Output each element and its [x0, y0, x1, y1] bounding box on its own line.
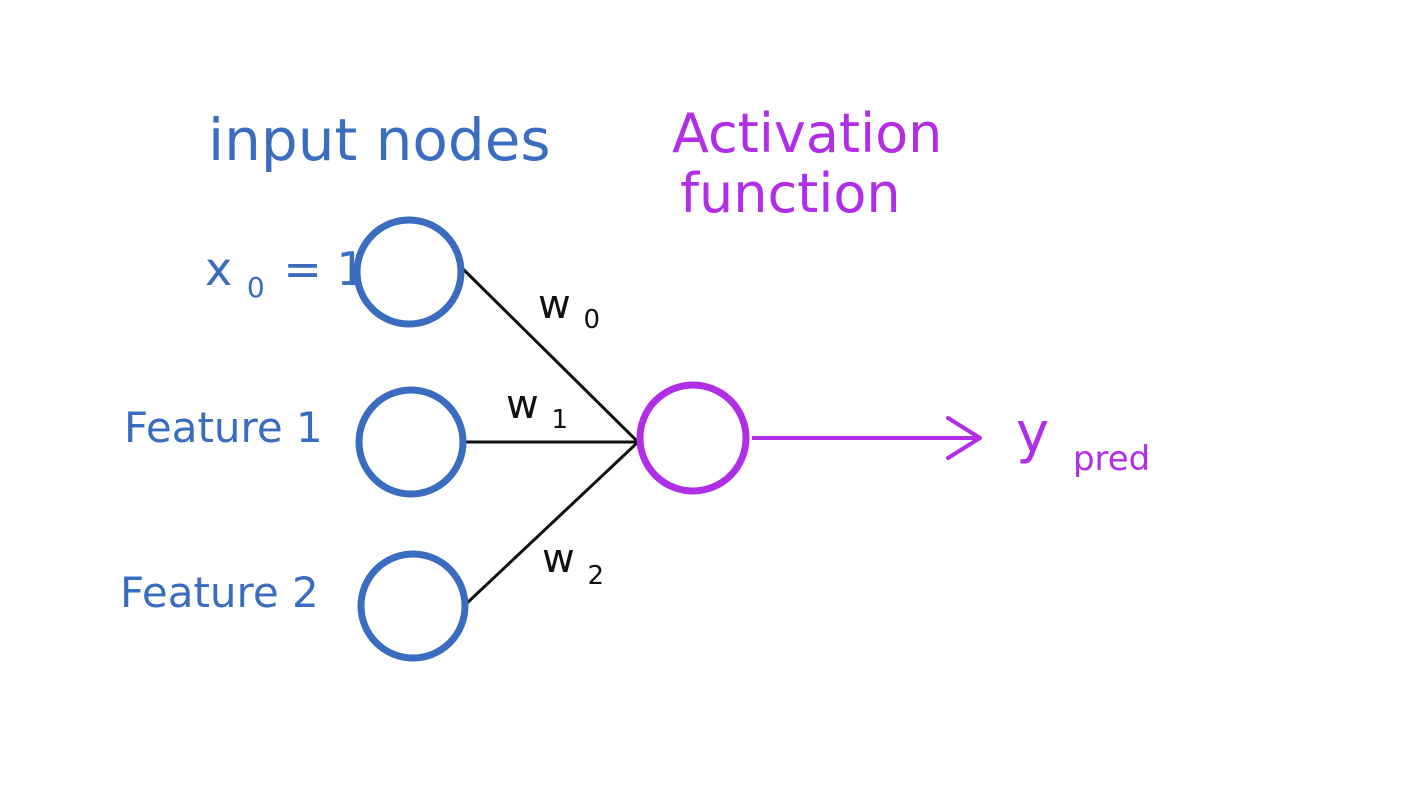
output-label-main: y: [1016, 401, 1049, 466]
output-label-sub: pred: [1073, 439, 1150, 479]
weight-label-w2: w 2: [542, 536, 604, 591]
w1-sub: 1: [551, 405, 568, 435]
w0-main: w: [538, 282, 571, 328]
input-node-feature-1: [355, 386, 467, 498]
input-label-feature-2: Feature 2: [120, 568, 319, 617]
input-node-feature-2: [357, 550, 469, 662]
edge-w0: [460, 266, 640, 444]
w0-sub: 0: [583, 305, 600, 335]
weight-label-w1: w 1: [506, 382, 568, 435]
input-label-bias: x 0 = 1: [205, 242, 366, 308]
bias-label-main: x: [205, 242, 232, 296]
weight-label-w0: w 0: [538, 282, 600, 335]
input-nodes-title: input nodes: [208, 106, 551, 174]
w2-main: w: [542, 536, 575, 582]
output-arrow-head-icon: [946, 416, 982, 460]
input-label-feature-1: Feature 1: [124, 403, 323, 452]
input-node-bias: [353, 216, 465, 328]
activation-node: [636, 381, 750, 495]
output-label: y pred: [1016, 401, 1150, 479]
edge-w2: [464, 440, 640, 606]
activation-title-line1: Activation: [672, 102, 942, 165]
bias-label-sub: 0: [247, 271, 265, 304]
bias-label-tail: = 1: [283, 242, 365, 296]
w2-sub: 2: [587, 561, 604, 591]
w1-main: w: [506, 382, 539, 428]
activation-title-line2: function: [680, 162, 901, 225]
